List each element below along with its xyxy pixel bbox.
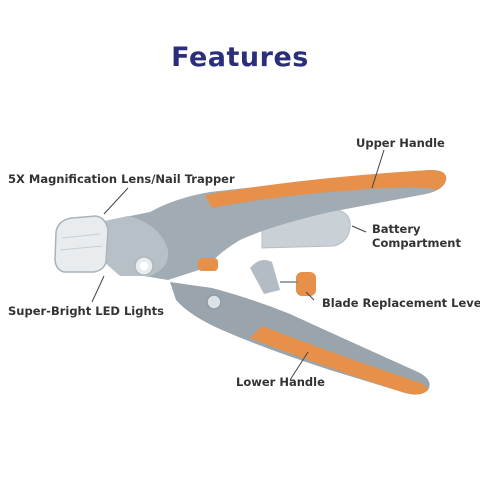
upper-handle-body (100, 170, 447, 280)
blade-lever-tab (296, 272, 316, 296)
label-blade-lever: Blade Replacement Lever (322, 296, 480, 310)
label-led-lights: Super-Bright LED Lights (8, 304, 165, 318)
label-battery-line2: Compartment (372, 236, 461, 250)
blade-lever-arm (250, 260, 280, 294)
page-title: Features (171, 42, 309, 73)
magnification-lens (54, 215, 109, 273)
label-battery-line1: Battery (372, 222, 421, 236)
leader-lines (91, 149, 385, 381)
label-lower-handle: Lower Handle (236, 375, 325, 389)
hinge-pin (206, 294, 222, 310)
upper-handle-grip (205, 170, 447, 208)
head-orange-button (198, 258, 218, 271)
lower-handle-grip (250, 326, 428, 395)
label-upper-handle: Upper Handle (356, 136, 445, 150)
label-magnification-lens: 5X Magnification Lens/Nail Trapper (8, 172, 235, 186)
